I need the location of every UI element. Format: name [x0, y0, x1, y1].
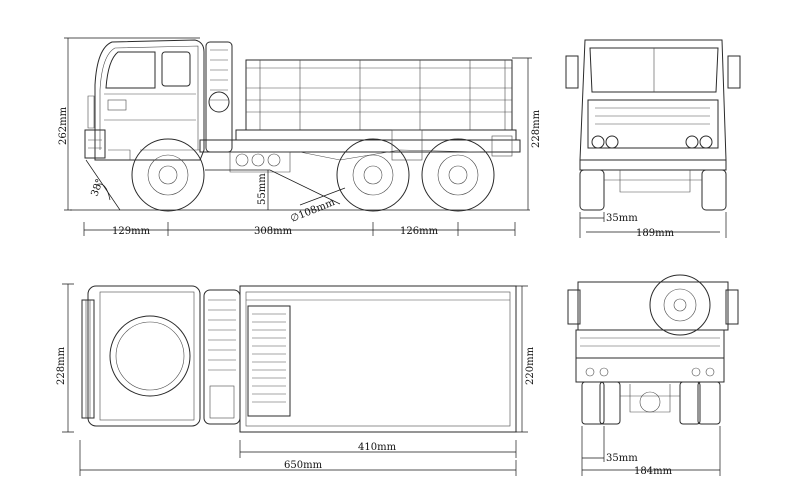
front-dimensions	[579, 212, 727, 238]
rear-view	[567, 274, 739, 425]
rear-width-label: 184mm	[634, 466, 673, 477]
wheelbase-label: 308mm	[254, 226, 293, 237]
axle-spacing-label: 126mm	[400, 226, 439, 237]
rear-track-offset-label: 35mm	[606, 453, 638, 464]
rear-dimensions	[581, 426, 721, 476]
front-view	[565, 39, 741, 211]
top-width-label: 228mm	[56, 346, 67, 385]
bed-length-label: 410mm	[358, 442, 397, 453]
total-length-label: 650mm	[284, 460, 323, 471]
ground-clearance-label: 55mm	[257, 173, 268, 205]
front-width-label: 189mm	[636, 228, 675, 239]
height-side-label: 262mm	[58, 106, 69, 145]
bed-width-label: 220mm	[525, 346, 536, 385]
top-view	[81, 285, 517, 433]
rear-wheel	[421, 138, 495, 212]
wheel-diameter-label: ∅108mm	[289, 197, 337, 225]
side-dimensions	[64, 37, 532, 236]
front-overhang-label: 129mm	[112, 226, 151, 237]
front-wheel	[131, 138, 205, 212]
side-view	[70, 39, 530, 212]
top-dimensions	[62, 283, 528, 476]
approach-angle-label: 38°	[89, 178, 105, 198]
middle-wheel	[336, 138, 410, 212]
front-track-offset-label: 35mm	[606, 213, 638, 224]
height-bed-label: 228mm	[531, 109, 542, 148]
